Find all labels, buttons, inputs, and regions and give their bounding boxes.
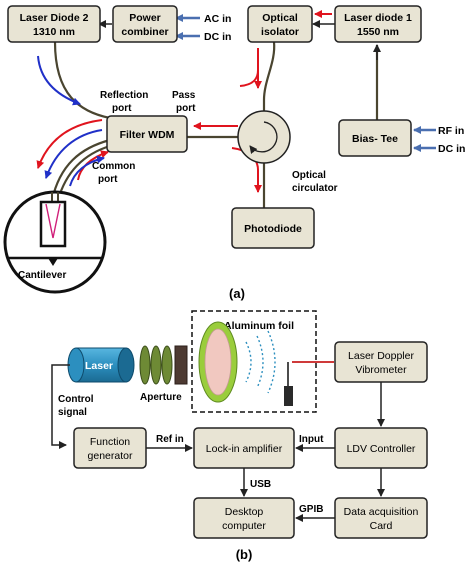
box-laser-diode-1: Laser diode 1 1550 nm (334, 5, 422, 43)
fiber-lines (50, 41, 379, 212)
box-laser-diode-2: Laser Diode 2 1310 nm (7, 5, 101, 43)
daq-line1: Data acquisition (344, 506, 419, 518)
box-function-generator: Function generator (73, 427, 147, 469)
circulator-direction-arrow (249, 121, 278, 154)
optical-circulator-line1: Optical (292, 170, 326, 181)
laser-label: Laser (85, 360, 113, 372)
sample-film (204, 328, 232, 396)
aperture-lens-1 (139, 345, 151, 385)
function-generator-line1: Function (90, 436, 130, 448)
dc-in-right-label: DC in (438, 143, 465, 155)
filter-wdm-label: Filter WDM (120, 129, 175, 141)
cantilever-tip (48, 258, 58, 266)
red-arrow-common-in (36, 119, 103, 169)
daq-line2: Card (370, 520, 393, 532)
blue-arrow-common-in (44, 129, 103, 179)
optical-circulator (237, 110, 291, 164)
aperture-label: Aperture (140, 392, 182, 403)
desktop-line2: computer (222, 520, 266, 532)
cantilever-view (3, 190, 107, 294)
fiber-circulator-to-isolator (262, 41, 276, 112)
ldv-line2: Vibrometer (355, 364, 407, 376)
gpib-label: GPIB (299, 504, 323, 515)
common-port-line1: Common (92, 161, 135, 172)
photodiode-label: Photodiode (244, 223, 302, 235)
control-signal-line (51, 364, 70, 449)
usb-label: USB (250, 479, 271, 490)
pass-port-line1: Pass (172, 90, 196, 101)
function-generator-line2: generator (88, 450, 133, 462)
optical-isolator-line1: Optical (262, 12, 298, 24)
ac-in-label: AC in (204, 13, 231, 25)
control-signal-line2: signal (58, 407, 87, 418)
sound-waves (245, 330, 276, 394)
blue-arrow-common-out (69, 155, 105, 187)
aperture-block (174, 345, 188, 385)
box-power-combiner: Power combiner (112, 5, 178, 43)
reflection-port-line1: Reflection (100, 90, 148, 101)
laser-diode-1-line1: Laser diode 1 (344, 12, 412, 24)
desktop-line1: Desktop (225, 506, 264, 518)
ref-in-label: Ref in (156, 434, 184, 445)
bias-tee-label: Bias- Tee (352, 133, 398, 145)
common-port-line2: port (98, 174, 118, 185)
input-label: Input (299, 434, 324, 445)
cantilever-label: Cantilever (18, 270, 66, 281)
rf-in-label: RF in (438, 125, 464, 137)
ldv-line1: Laser Doppler (348, 350, 414, 362)
wave-3 (267, 330, 276, 394)
caption-b: (b) (236, 547, 253, 562)
box-lockin: Lock-in amplifier (193, 427, 295, 469)
box-filter-wdm: Filter WDM (106, 115, 188, 153)
caption-a: (a) (229, 286, 245, 301)
ldv-controller-label: LDV Controller (347, 443, 416, 455)
laser-diode-2-line1: Laser Diode 2 (20, 12, 89, 24)
fiber-ld2-to-wdm (53, 41, 111, 120)
wave-1 (245, 341, 252, 383)
optical-circulator-line2: circulator (292, 183, 338, 194)
optical-isolator-line2: isolator (261, 26, 299, 38)
box-ldv-controller: LDV Controller (334, 427, 428, 469)
input-arrows (175, 14, 436, 152)
lockin-label: Lock-in amplifier (206, 443, 283, 455)
probe-beam (45, 203, 61, 239)
aluminum-foil-label: Aluminum foil (224, 320, 294, 332)
box-ldv: Laser Doppler Vibrometer (334, 341, 428, 383)
fiber-wdm-common-1 (50, 138, 111, 201)
aperture-lens-2 (150, 345, 162, 385)
box-bias-tee: Bias- Tee (338, 119, 412, 157)
red-arrow-isolator-down (239, 48, 259, 87)
wave-2 (256, 335, 264, 389)
connection-arrows (146, 382, 385, 522)
pass-port-line2: port (176, 103, 196, 114)
power-combiner-line2: combiner (121, 26, 168, 38)
box-daq: Data acquisition Card (334, 497, 428, 539)
blue-arrow-ld2 (37, 55, 81, 106)
box-desktop: Desktop computer (193, 497, 295, 539)
laser-cylinder: Laser (67, 347, 135, 383)
control-signal-line1: Control (58, 394, 94, 405)
laser-diode-2-line2: 1310 nm (33, 26, 75, 38)
laser-diode-1-line2: 1550 nm (357, 26, 399, 38)
panel-a: Laser Diode 2 1310 nm Power combiner AC … (3, 5, 465, 301)
power-combiner-line1: Power (129, 12, 161, 24)
panel-b: Aluminum foil Laser Aperture Control (51, 310, 428, 562)
light-path-arrows (36, 10, 332, 193)
box-photodiode: Photodiode (231, 207, 315, 249)
reflection-port-line2: port (112, 103, 132, 114)
box-optical-isolator: Optical isolator (247, 5, 313, 43)
aperture-lens-3 (161, 345, 173, 385)
dc-in-top-label: DC in (204, 31, 231, 43)
probe-holder (39, 200, 67, 248)
probe-body (284, 386, 293, 406)
